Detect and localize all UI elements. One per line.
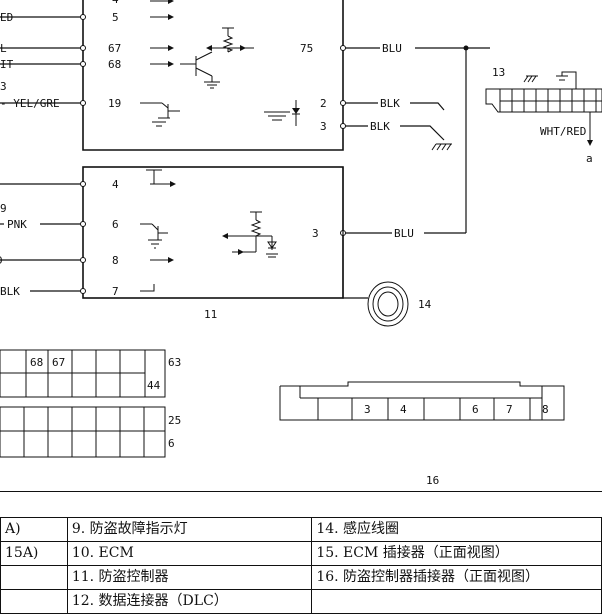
pin-8-lower: 8 (112, 254, 119, 267)
upper-left-wires (0, 14, 86, 106)
legend-cell: 15A) (0, 541, 68, 566)
ground-2-3-symbol (264, 100, 300, 126)
immobilizer-connector (279, 381, 565, 421)
wire-label-pnk: PNK (7, 218, 27, 231)
ecm-label-68: 68 (30, 356, 43, 369)
imm-connector-label: 16 (426, 474, 439, 487)
pin-4-lower: 4 (112, 178, 119, 191)
legend-cell: 9. 防盗故障指示灯 (66, 517, 313, 542)
legend-cell (0, 589, 68, 614)
legend-cell (311, 589, 602, 614)
legend-cell (0, 565, 68, 590)
pin-68: 68 (108, 58, 121, 71)
wire-label-blk-7: BLK (0, 285, 20, 298)
immobilizer-box (82, 166, 344, 299)
ecm-label-6: 6 (168, 437, 175, 450)
pin-3-lower: 3 (312, 227, 319, 240)
legend-cell: 12. 数据连接器（DLC） (66, 589, 313, 614)
input-19-symbol (140, 102, 180, 127)
connector-13-ref: a (586, 152, 593, 165)
imm-pin-4: 4 (400, 403, 407, 416)
lower-right-wires (340, 230, 466, 236)
box-11-label: 11 (204, 308, 217, 321)
imm-pin-7: 7 (506, 403, 513, 416)
wire-label-l: L (0, 42, 7, 55)
ecm-label-44: 44 (147, 379, 161, 392)
side-mark-d: D (0, 254, 3, 267)
pin-75: 75 (300, 42, 313, 55)
coil-14 (342, 167, 409, 327)
wire-label-blu-3: BLU (394, 227, 414, 240)
top-mark: 4 (112, 0, 119, 6)
ecm-box (82, 0, 344, 151)
legend-row: 15A) 10. ECM 15. ECM 插接器（正面视图） (0, 541, 602, 566)
imm-pin-8: 8 (542, 403, 549, 416)
pin-7-lower: 7 (112, 285, 119, 298)
legend-cell: 11. 防盗控制器 (66, 565, 313, 590)
ecm-label-63: 63 (168, 356, 181, 369)
coil-14-label: 14 (418, 298, 432, 311)
legend-cell: 15. ECM 插接器（正面视图） (311, 541, 602, 566)
legend-row: A) 9. 防盗故障指示灯 14. 感应线圈 (0, 517, 602, 542)
legend-cell: 14. 感应线圈 (311, 517, 602, 542)
ecm-label-25: 25 (168, 414, 181, 427)
side-mark-3: 3 (0, 80, 7, 93)
side-mark-9: 9 (0, 202, 7, 215)
legend-cell: 10. ECM (66, 541, 313, 566)
lower-left-wires (0, 181, 86, 294)
pin-5: 5 (112, 11, 119, 24)
upper-right-wires (340, 45, 490, 233)
pin-2: 2 (320, 97, 327, 110)
transistor-symbol (180, 51, 220, 89)
legend-table: A) 9. 防盗故障指示灯 14. 感应线圈 15A) 10. ECM 15. … (0, 517, 602, 614)
resistor-symbol (206, 27, 254, 53)
connector-13-wire: WHT/RED (540, 125, 586, 138)
wiring-diagram: ED L IT 3 - YEL/GRE 4 5 67 68 19 75 2 3 (0, 0, 602, 487)
wire-label-blk-2: BLK (380, 97, 400, 110)
wire-label-blu-75: BLU (382, 42, 402, 55)
ecm-connector-grid (0, 349, 166, 458)
pin-19: 19 (108, 97, 121, 110)
legend-row: 12. 数据连接器（DLC） (0, 589, 602, 614)
connector-13 (485, 71, 602, 146)
section-divider (0, 491, 602, 492)
legend-row: 11. 防盗控制器 16. 防盗控制器插接器（正面视图） (0, 565, 602, 590)
connector-13-label: 13 (492, 66, 505, 79)
wire-label-it: IT (0, 58, 14, 71)
wire-label-yel-gre: - YEL/GRE (0, 97, 60, 110)
legend-cell: A) (0, 517, 68, 542)
upper-internal-arrows (150, 0, 174, 67)
ecm-label-67: 67 (52, 356, 65, 369)
pin-6-lower: 6 (112, 218, 119, 231)
wire-label-blk-3: BLK (370, 120, 390, 133)
lower-internal-symbols (140, 169, 278, 292)
imm-pin-3: 3 (364, 403, 371, 416)
pin-3: 3 (320, 120, 327, 133)
wire-label-ed: ED (0, 11, 13, 24)
imm-pin-6: 6 (472, 403, 479, 416)
legend-cell: 16. 防盗控制器插接器（正面视图） (311, 565, 602, 590)
pin-67: 67 (108, 42, 121, 55)
